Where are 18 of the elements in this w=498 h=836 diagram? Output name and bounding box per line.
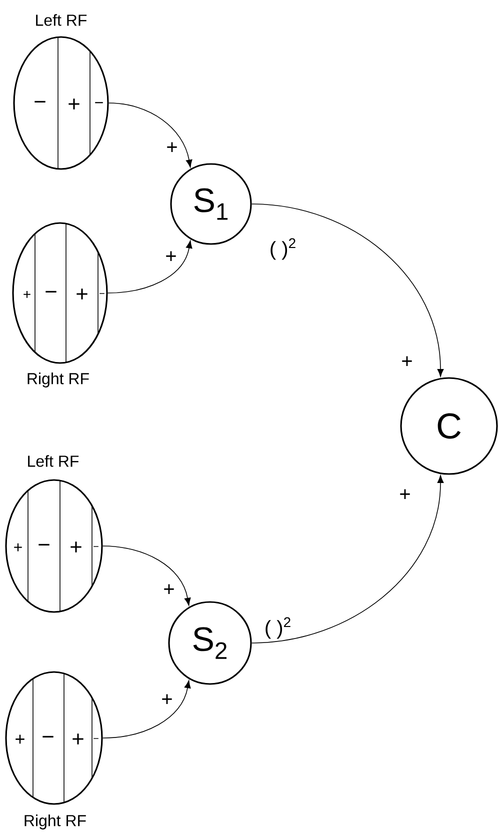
squaring-label: ( )$^{2}$ bbox=[270, 238, 296, 260]
edge-label: + bbox=[166, 251, 176, 262]
edge-label: + bbox=[164, 584, 174, 594]
edge-label: + bbox=[162, 694, 172, 704]
squaring-label: ( )$^{2}$ bbox=[266, 617, 290, 639]
arrow bbox=[102, 546, 191, 606]
edge-label: + bbox=[400, 489, 410, 499]
arrow bbox=[102, 680, 191, 738]
field-label: Right RF bbox=[28, 372, 89, 388]
arrow bbox=[251, 475, 444, 644]
arrow bbox=[107, 240, 192, 294]
field-label: Left RF bbox=[28, 455, 79, 467]
arrow bbox=[251, 204, 444, 377]
field-label: Left RF bbox=[36, 14, 87, 26]
arrow bbox=[108, 102, 192, 168]
edge-label: + bbox=[402, 356, 412, 366]
field-label: Right RF bbox=[24, 814, 86, 830]
edge-label: + bbox=[167, 142, 177, 152]
